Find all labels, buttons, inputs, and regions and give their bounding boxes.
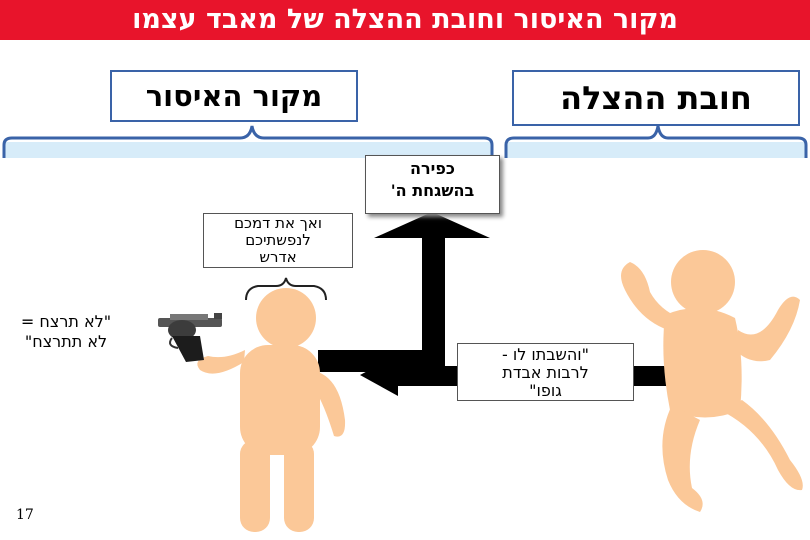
return-line-2: לרבות אבדת	[502, 363, 589, 382]
return-lost-note: "והשבתו לו - לרבות אבדת גופו"	[457, 343, 634, 401]
bracket-band-right	[505, 142, 807, 158]
bracket-band-left	[3, 142, 493, 158]
rescue-duty-box: חובת ההצלה	[512, 70, 800, 126]
right-curly-bracket	[504, 125, 808, 158]
verse-line-2: לנפשתיכם	[245, 231, 311, 249]
page-number: 17	[16, 507, 34, 523]
law-line-2: לא תתרצח"	[24, 332, 108, 351]
slide-title: מקור האיסור וחובת ההצלה של מאבד עצמו	[0, 0, 810, 40]
verse-note: ואך את דמכם לנפשתיכם אדרש	[203, 213, 353, 268]
verse-line-1: ואך את דמכם	[234, 214, 322, 232]
left-curly-bracket	[2, 125, 494, 158]
rescuer-figure-icon	[621, 250, 803, 512]
heresy-line-1: כפירה	[410, 159, 455, 178]
revolver-icon	[158, 313, 222, 362]
person-figure-icon	[197, 288, 346, 532]
return-line-3: גופו"	[529, 381, 562, 400]
prohibition-source-box: מקור האיסור	[110, 70, 358, 122]
return-line-1: "והשבתו לו -	[501, 345, 590, 364]
commandment-text: "לא תרצח = לא תתרצח"	[2, 312, 130, 352]
head-brace	[245, 277, 327, 301]
verse-line-3: אדרש	[259, 248, 297, 266]
heresy-note: כפירה בהשגחת ה'	[365, 155, 500, 214]
law-line-1: "לא תרצח =	[20, 312, 112, 331]
heresy-line-2: בהשגחת ה'	[390, 181, 475, 200]
